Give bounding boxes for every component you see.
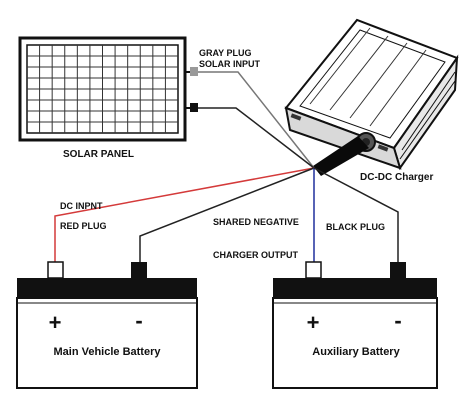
main-battery-body: [16, 297, 198, 389]
wire-shared-negative: [139, 167, 315, 262]
wires: [54, 71, 399, 262]
solar-panel-label: SOLAR PANEL: [63, 149, 134, 160]
aux-battery-lid: [273, 278, 437, 298]
main-battery-lid: [17, 278, 197, 298]
aux-battery-positive-terminal: [305, 261, 322, 279]
main-battery-minus-sign: -: [135, 308, 142, 333]
wire-solar-black: [198, 107, 315, 169]
auxiliary-battery: + - Auxiliary Battery: [272, 261, 438, 389]
wire-black-plug: [313, 167, 399, 262]
wire-solar-gray: [198, 71, 315, 169]
charger-label: DC-DC Charger: [360, 172, 433, 183]
aux-battery-negative-terminal: [390, 262, 406, 278]
solar-panel-terminals: [185, 67, 198, 112]
aux-battery-minus-sign: -: [394, 308, 401, 333]
aux-battery-plus-sign: +: [307, 310, 320, 335]
dc-dc-charger: [284, 18, 459, 171]
wire-dc-input-red: [54, 167, 315, 262]
solar-input-label: SOLAR INPUT: [199, 59, 261, 69]
aux-battery-name: Auxiliary Battery: [312, 346, 400, 358]
main-battery-name: Main Vehicle Battery: [54, 346, 162, 358]
red-plug-label: RED PLUG: [60, 221, 107, 231]
charger-cable-bundle: [313, 136, 369, 176]
main-battery-positive-terminal: [47, 261, 64, 279]
gray-plug-label: GRAY PLUG: [199, 48, 252, 58]
shared-negative-label: SHARED NEGATIVE: [213, 217, 299, 227]
solar-panel-cell-grid: [27, 45, 178, 133]
solar-panel: [18, 36, 187, 142]
charger-top-inner: [299, 29, 446, 139]
main-battery-plus-sign: +: [49, 310, 62, 335]
black-plug-label: BLACK PLUG: [326, 222, 385, 232]
main-battery-negative-terminal: [131, 262, 147, 278]
charger-output-label: CHARGER OUTPUT: [213, 250, 299, 260]
aux-battery-body: [272, 297, 438, 389]
charger-front: [284, 106, 402, 170]
dc-input-label: DC INPNT: [60, 201, 103, 211]
main-vehicle-battery: + - Main Vehicle Battery: [16, 261, 198, 389]
